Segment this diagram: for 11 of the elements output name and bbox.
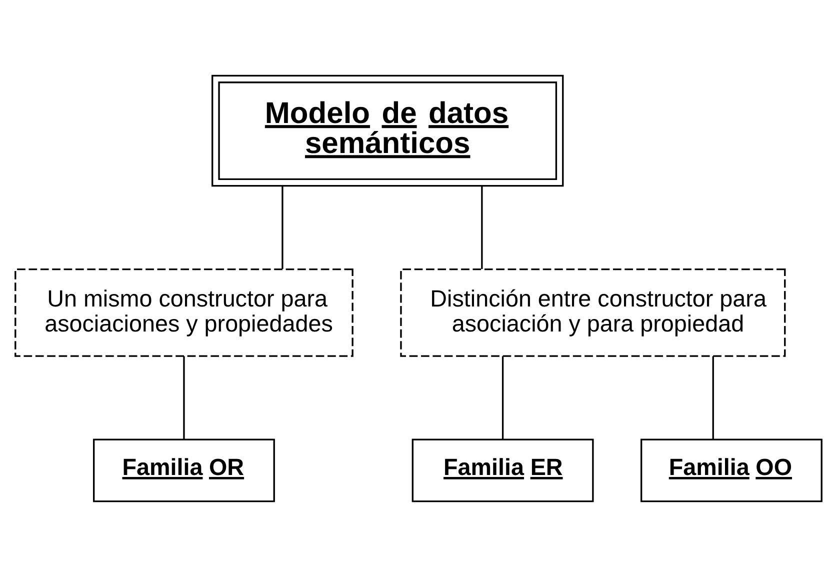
connector — [481, 186, 483, 269]
node-box: Distinción entre constructor para asociación y para propiedad — [400, 268, 786, 357]
node-box: Un mismo constructor para asociaciones y propiedades — [14, 268, 354, 357]
node-box: Familia OR — [93, 438, 275, 502]
connector — [183, 356, 185, 440]
connector — [502, 356, 504, 440]
node-box: Modelo de datos semánticos — [212, 74, 564, 187]
connector — [712, 356, 714, 440]
connector — [282, 186, 284, 269]
node-box: Familia ER — [412, 438, 594, 502]
node-box: Familia OO — [640, 438, 822, 502]
